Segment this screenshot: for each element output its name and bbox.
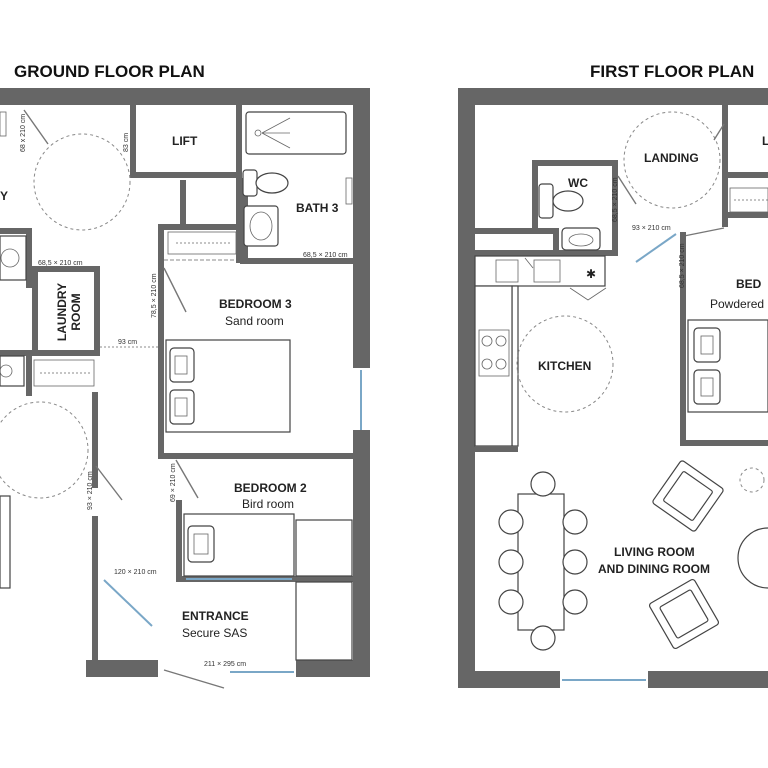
dim-g-bath-door: 68,5 × 210 cm xyxy=(303,252,348,259)
partial-room-label: Y xyxy=(0,189,8,203)
g-wall-right-lower xyxy=(353,430,370,677)
f-wall-bottom-left xyxy=(458,671,560,688)
g-wall-bottom-right xyxy=(296,660,370,677)
bedroom2-sublabel: Bird room xyxy=(242,497,294,511)
entrance-sublabel: Secure SAS xyxy=(182,626,247,640)
cooktop xyxy=(478,329,510,377)
f-wc-sink xyxy=(561,227,601,251)
lift-label: LIFT xyxy=(172,134,198,148)
f-wall-top xyxy=(458,88,768,105)
f-bedroom-partial-label: BED xyxy=(736,277,762,291)
f-toilet-bowl xyxy=(552,190,584,212)
armchair-bottom xyxy=(648,578,720,650)
armchair-top xyxy=(652,460,724,532)
g-wall-top xyxy=(0,88,370,105)
first-floor-title: FIRST FLOOR PLAN xyxy=(590,62,754,81)
bedroom2-label: BEDROOM 2 xyxy=(234,481,307,495)
dining-table xyxy=(517,493,565,631)
dim-f-wc-door: 68,5 × 210 cm xyxy=(612,177,619,222)
landing-label: LANDING xyxy=(644,151,699,165)
g-toilet-tank xyxy=(242,169,258,197)
dim-g-hall-door: 93 × 210 cm xyxy=(87,471,94,510)
g-wall-right-upper xyxy=(353,88,370,368)
coffee-table xyxy=(737,527,768,589)
dining-chair xyxy=(498,509,524,535)
dining-chair xyxy=(530,471,556,497)
dining-chair xyxy=(498,589,524,615)
bathtub xyxy=(245,111,347,155)
entrance-label: ENTRANCE xyxy=(182,609,249,623)
f-bedroom-partial-sublabel: Powdered xyxy=(710,297,764,311)
dining-chair xyxy=(562,589,588,615)
dining-chair xyxy=(562,509,588,535)
dim-g-bedroom3-door: 78,5 × 210 cm xyxy=(151,273,158,318)
dim-g-laundry-door: 68,5 × 210 cm xyxy=(38,260,83,267)
dim-g-93: 93 cm xyxy=(118,339,137,346)
ground-floor-plan: LIFT Y BATH 3 xyxy=(0,88,370,689)
first-floor-plan: WC LANDING L ✱ KITCHEN xyxy=(458,88,768,688)
kitchen-counter-top xyxy=(474,255,606,287)
living-label-line1: LIVING ROOM xyxy=(614,545,695,559)
dining-chair xyxy=(562,549,588,575)
dim-g-68x210: 68 x 210 cm xyxy=(20,114,27,152)
living-label-line2: AND DINING ROOM xyxy=(598,562,710,576)
dim-f-93x210: 93 × 210 cm xyxy=(632,225,671,232)
kitchen-counter-side xyxy=(474,285,513,447)
dining-chair xyxy=(530,625,556,651)
f-wall-left xyxy=(458,88,475,688)
wc-label: WC xyxy=(568,176,588,190)
freezer-icon: ✱ xyxy=(586,267,596,281)
laundry-label-line1: LAUNDRY xyxy=(55,283,69,341)
laundry-label-line2: ROOM xyxy=(69,293,83,330)
g-wall-bottom-left xyxy=(86,660,158,677)
bath3-label: BATH 3 xyxy=(296,201,339,215)
dim-g-bedroom2-door: 69 × 210 cm xyxy=(170,463,177,502)
f-wall-bottom-right xyxy=(648,671,768,688)
bedroom3-label: BEDROOM 3 xyxy=(219,297,292,311)
dim-g-entrance-door: 120 × 210 cm xyxy=(114,569,157,576)
bedroom3-sublabel: Sand room xyxy=(225,314,284,328)
kitchen-label: KITCHEN xyxy=(538,359,591,373)
g-toilet-bowl xyxy=(255,172,289,194)
g-bath-sink xyxy=(243,205,279,247)
dim-f-bedroom-door: 68,5 × 210 cm xyxy=(679,243,686,288)
dim-g-83: 83 cm xyxy=(123,133,130,152)
side-table xyxy=(739,467,765,493)
f-toilet-tank xyxy=(538,183,554,219)
dim-g-front-door: 211 × 295 cm xyxy=(204,661,246,668)
f-lift-partial-label: L xyxy=(762,134,768,148)
dining-chair xyxy=(498,549,524,575)
ground-floor-title: GROUND FLOOR PLAN xyxy=(14,62,205,81)
